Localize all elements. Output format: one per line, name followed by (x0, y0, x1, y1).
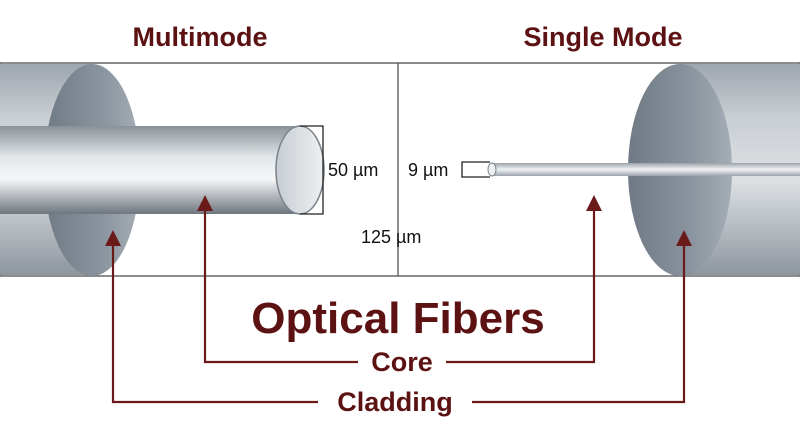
multimode-heading: Multimode (133, 22, 268, 52)
arrow-heads (105, 195, 692, 246)
cladding-dimension: 125 µm (361, 227, 421, 247)
arrow-head-core-single-mode (586, 195, 602, 211)
arrow-head-core-multimode (197, 195, 213, 211)
core-label: Core (371, 347, 433, 377)
single-mode-fiber (461, 64, 800, 276)
callout-arrows (111, 208, 686, 404)
arrow-head-cladding-single-mode (676, 230, 692, 246)
single-mode-heading: Single Mode (523, 22, 682, 52)
single-mode-core-bracket (461, 161, 490, 178)
single-mode-core-dimension: 9 µm (408, 160, 448, 180)
cladding-label: Cladding (337, 387, 453, 417)
core-arrow-multimode (203, 208, 358, 364)
multimode-core-tip (275, 125, 325, 215)
cladding-arrow-multimode (111, 243, 318, 404)
core-arrow-single-mode (446, 208, 596, 364)
single-mode-core (492, 163, 800, 176)
cladding-arrow-single-mode (472, 243, 686, 404)
single-mode-core-tip (487, 162, 497, 177)
arrow-head-cladding-multimode (105, 230, 121, 246)
diagram-title: Optical Fibers (251, 294, 544, 343)
multimode-core-dimension: 50 µm (328, 160, 378, 180)
multimode-core (0, 126, 300, 214)
multimode-core-bracket (300, 125, 324, 215)
multimode-fiber (0, 64, 325, 276)
